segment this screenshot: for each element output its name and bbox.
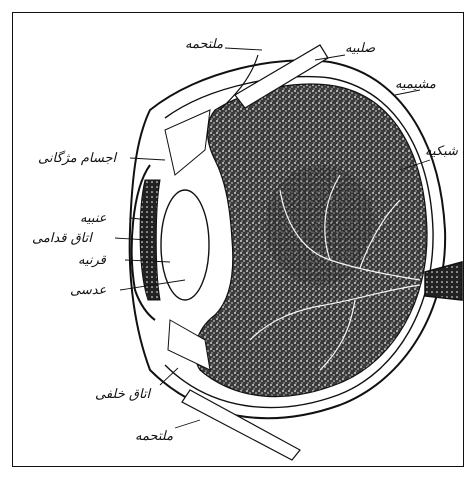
lens bbox=[161, 190, 209, 300]
muscle-bottom bbox=[182, 390, 300, 460]
label-anterior-chamber: اتاق قدامی bbox=[32, 231, 93, 246]
label-lens: عدسی bbox=[70, 283, 107, 298]
label-retina: شبکیه bbox=[425, 144, 459, 159]
label-sclera: صلبیه bbox=[345, 41, 376, 56]
label-posterior-chamber: اتاق خلفی bbox=[95, 387, 152, 402]
label-choroid: مشیمیه bbox=[395, 77, 436, 92]
label-cornea: قرنیه bbox=[78, 253, 107, 268]
label-conjunctiva-bottom: ملتحمه bbox=[135, 429, 173, 444]
ciliary-body bbox=[165, 110, 210, 175]
label-iris: عنبیه bbox=[80, 211, 107, 226]
label-ciliary-body: اجسام مژگانی bbox=[38, 150, 118, 166]
label-conjunctiva-top: ملتحمه bbox=[185, 37, 223, 52]
vitreous-center bbox=[265, 165, 375, 285]
